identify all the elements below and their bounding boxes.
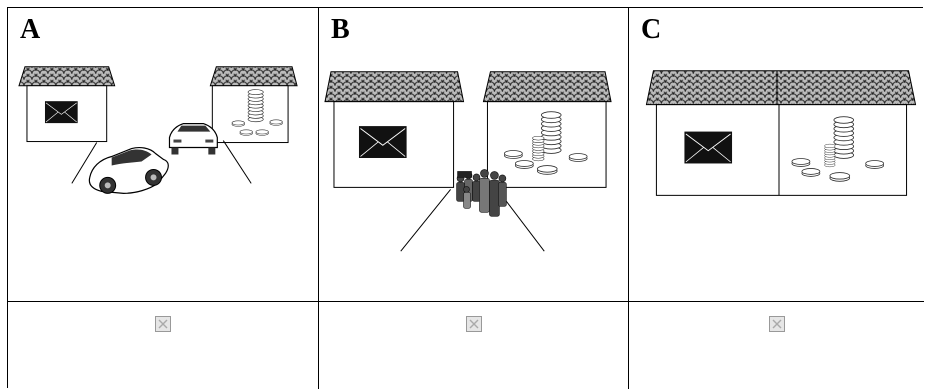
coin-stack-icon bbox=[532, 136, 544, 161]
choice-cell-b bbox=[319, 302, 629, 389]
coin-stack-icon bbox=[248, 90, 263, 122]
coin-icon bbox=[569, 154, 587, 162]
scene-adjacent-shops-with-crowd bbox=[319, 8, 628, 301]
envelope-icon bbox=[684, 132, 732, 164]
mail-shop bbox=[325, 72, 464, 188]
scene-combined-shop bbox=[629, 8, 924, 301]
panel-b: B bbox=[319, 8, 629, 302]
coin-stack-icon bbox=[541, 112, 561, 154]
coin-icon bbox=[537, 166, 557, 175]
choice-cell-a bbox=[8, 302, 319, 389]
coin-icon bbox=[802, 168, 820, 176]
coin-icon bbox=[232, 121, 245, 127]
coin-icon bbox=[515, 160, 533, 168]
coin-stack-icon bbox=[834, 117, 854, 159]
coin-icon bbox=[270, 120, 283, 126]
coin-icon bbox=[792, 158, 810, 166]
coin-icon bbox=[830, 173, 850, 182]
panel-a: A bbox=[8, 8, 319, 302]
car-icon bbox=[169, 124, 217, 155]
comparison-grid: A bbox=[7, 7, 923, 388]
envelope-icon bbox=[45, 101, 78, 123]
combined-shop bbox=[646, 71, 915, 196]
envelope-icon bbox=[359, 126, 407, 158]
broken-image-icon[interactable] bbox=[769, 316, 785, 332]
panel-c: C bbox=[629, 8, 924, 302]
coin-icon bbox=[256, 130, 269, 136]
choice-cell-c bbox=[629, 302, 924, 389]
money-shop bbox=[210, 67, 297, 143]
coin-stack-icon bbox=[824, 144, 835, 167]
broken-image-icon[interactable] bbox=[155, 316, 171, 332]
coin-icon bbox=[240, 130, 253, 136]
car-icon bbox=[89, 148, 168, 194]
money-shop bbox=[483, 72, 611, 188]
scene-separate-shops-with-cars bbox=[8, 8, 318, 301]
coin-icon bbox=[866, 160, 884, 168]
mail-shop bbox=[19, 67, 115, 142]
coin-icon bbox=[504, 151, 522, 159]
broken-image-icon[interactable] bbox=[466, 316, 482, 332]
